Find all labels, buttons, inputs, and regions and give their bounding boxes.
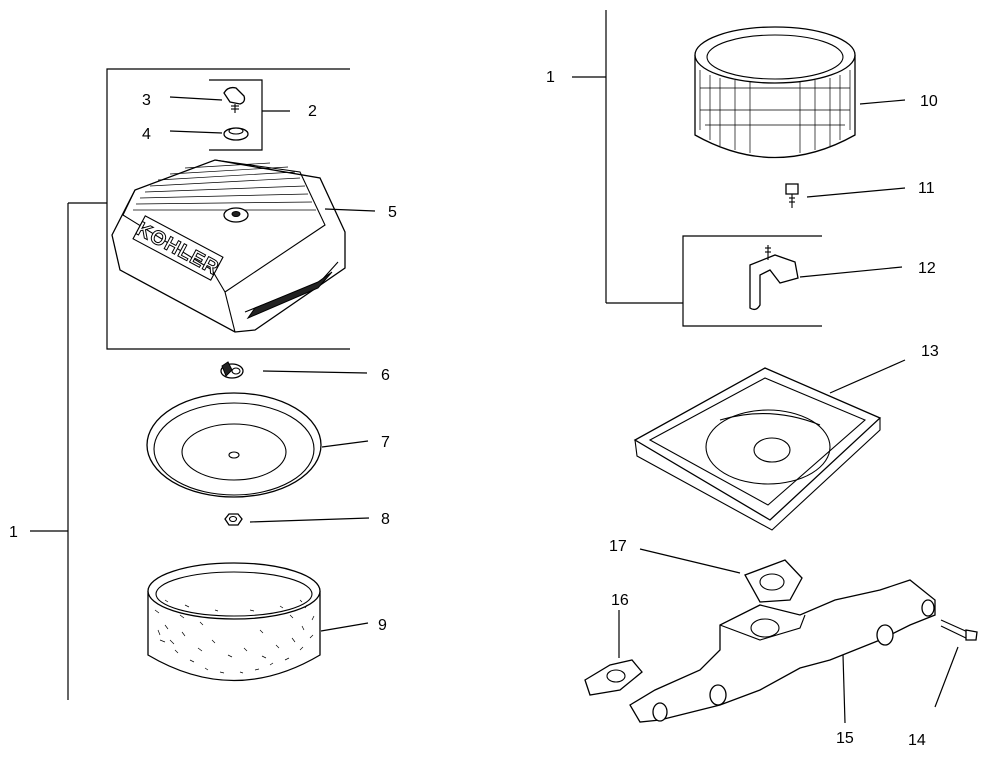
part-15-elbow-manifold [629,579,936,724]
callout-7: 7 [381,434,390,451]
right-assembly-bracket [572,10,822,327]
callout-14: 14 [908,732,926,749]
part-14-screw [934,619,978,708]
callout-1-left: 1 [9,524,18,541]
callout-2: 2 [308,103,317,120]
part-11-bolt [785,183,906,208]
callout-15: 15 [836,730,854,747]
part-16-small-gasket [584,610,643,696]
part-12-bracket [749,245,903,311]
callout-labels: 1 1 2 3 4 5 6 7 8 9 10 11 12 13 14 15 16… [9,69,939,749]
part-4-washer [169,127,249,141]
part-6-wing-nut [220,361,368,379]
part-17-gasket [639,548,803,603]
part-5-air-cleaner-cover: KOHLER [111,159,376,333]
callout-11: 11 [918,180,935,197]
callout-17: 17 [609,538,627,555]
callout-4: 4 [142,126,151,143]
callout-13: 13 [921,343,939,360]
part-8-hex-nut [224,513,370,526]
part-9-precleaner [147,562,369,682]
callout-9: 9 [378,617,387,634]
callout-12: 12 [918,260,936,277]
callout-16: 16 [611,592,629,609]
callout-6: 6 [381,367,390,384]
part-10-filter-element [694,26,906,159]
callout-10: 10 [920,93,938,110]
callout-1-right: 1 [546,69,555,86]
callout-3: 3 [142,92,151,109]
left-assembly-bracket [30,68,350,700]
part-3-wing-screw [169,86,246,113]
part-7-cover-plate [146,392,369,498]
callout-8: 8 [381,511,390,528]
callout-5: 5 [388,204,397,221]
part-13-air-cleaner-base [633,359,906,531]
